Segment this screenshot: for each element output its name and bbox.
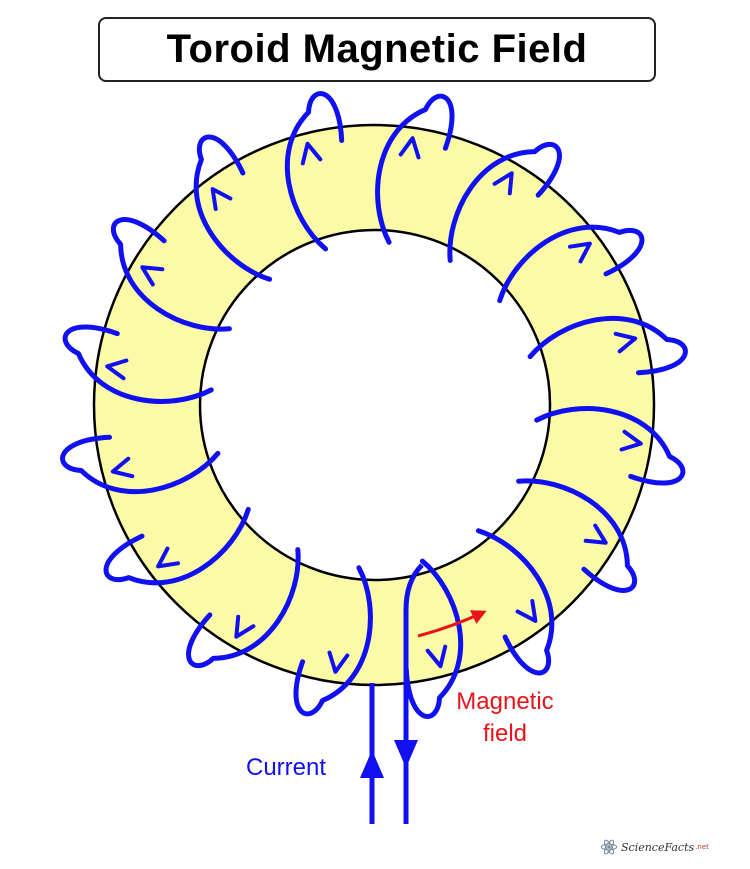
sciencefacts-logo: ScienceFacts .net: [600, 838, 709, 856]
winding-loop: [284, 91, 345, 252]
winding-loop: [534, 406, 686, 486]
winding-loop: [293, 565, 373, 717]
winding-loop: [186, 547, 301, 669]
winding-arrow: [492, 171, 514, 196]
current-label: Current: [246, 754, 327, 781]
winding-loop: [110, 217, 232, 332]
coil-windings: [60, 91, 688, 719]
magnetic-field-label-line2: field: [482, 720, 528, 747]
winding-arrow: [619, 429, 643, 452]
winding-arrow: [425, 644, 448, 669]
winding-loop: [497, 224, 645, 304]
winding-arrow: [210, 187, 233, 211]
atom-icon: [600, 839, 618, 855]
winding-loop: [60, 434, 221, 495]
winding-arrow: [398, 136, 421, 160]
winding-loop: [516, 478, 638, 593]
winding-arrow: [105, 358, 129, 381]
lead-wire-out-arrow: [394, 740, 418, 768]
lead-wire-out: [403, 563, 424, 824]
magnetic-field-arrow: [417, 610, 487, 638]
winding-arrow: [110, 456, 135, 479]
winding-loop: [375, 93, 455, 245]
magnetic-field-label: Magnetic field: [440, 686, 570, 750]
magnetic-field-label-line1: Magnetic: [456, 688, 554, 715]
winding-loop: [62, 324, 214, 404]
winding-loop: [447, 141, 562, 263]
winding-arrow: [156, 546, 180, 569]
toroid-ring: [92, 123, 656, 687]
winding-loop: [475, 528, 555, 676]
winding-arrow: [327, 650, 350, 674]
winding-arrow: [140, 265, 165, 287]
page-title: Toroid Magnetic Field: [166, 27, 588, 71]
winding-arrow: [613, 331, 638, 354]
logo-text: ScienceFacts: [621, 840, 695, 854]
title-box: Toroid Magnetic Field: [98, 17, 656, 82]
winding-arrow: [515, 599, 538, 623]
winding-arrow: [583, 523, 608, 545]
winding-loop: [403, 558, 464, 719]
lead-wire-in-arrow: [360, 750, 384, 778]
winding-loop: [527, 315, 688, 376]
winding-arrow: [300, 141, 323, 166]
winding-loop: [103, 506, 251, 586]
winding-arrow: [568, 241, 592, 264]
logo-suffix: .net: [695, 843, 709, 851]
winding-arrow: [234, 614, 256, 639]
winding-loop: [193, 134, 273, 282]
